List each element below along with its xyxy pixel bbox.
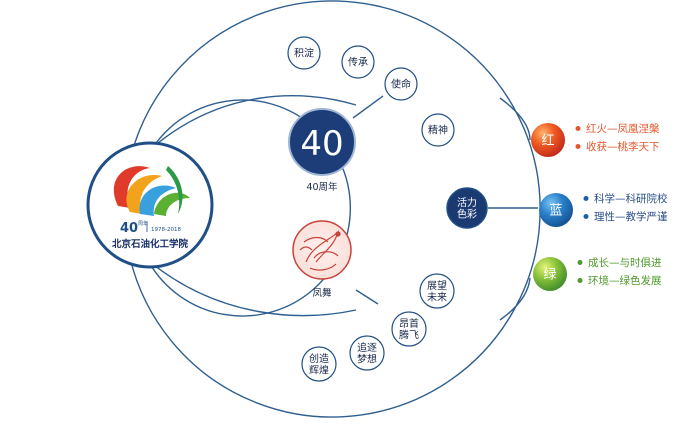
ring-node-circle (301, 346, 337, 382)
ring-node-circle (384, 67, 418, 101)
logo-emblem-mark (113, 166, 190, 216)
ring-node-circle (419, 273, 455, 309)
ring-node-label: 精神 (428, 124, 448, 137)
bullet-icon (575, 126, 581, 131)
logo-school-name: 北京石油化工学院 (112, 238, 189, 250)
ring-node-circle (349, 335, 385, 371)
ring-node-chuancheng: 传承 (341, 45, 375, 79)
color-ball-label: 蓝 (549, 204, 562, 219)
phoenix-caption: 凤舞 (312, 288, 332, 299)
logo-to-hub-upper (151, 95, 357, 149)
bullet-icon (575, 144, 581, 149)
color-ball-lan (539, 193, 573, 227)
ring-node-circle (341, 45, 375, 79)
ring-node-circle (446, 187, 488, 229)
ring-node-circle (391, 311, 427, 347)
bullet-icon (583, 214, 589, 219)
ring-node-label: 创造 (309, 352, 329, 365)
logo-anniversary-sup: 周年 (138, 220, 148, 227)
outer-to-red-arc (499, 97, 531, 141)
phoenix-illustration (299, 229, 341, 271)
ring-node-label: 使命 (391, 78, 411, 91)
color-ball-lv (533, 257, 567, 291)
ring-node-jingshen: 精神 (421, 113, 455, 147)
hub-forty-caption: 40周年 (306, 181, 338, 193)
ring-node-label: 活力 (457, 196, 477, 209)
logo-forty: 40 (120, 221, 138, 236)
bullet-icon (577, 278, 583, 283)
ring-node-label: 腾飞 (399, 328, 419, 341)
ring-node-shiming: 使命 (384, 67, 418, 101)
ring-node-label: 未来 (427, 291, 447, 303)
outer-to-green-arc (499, 277, 531, 321)
school-logo: 40 周年 1978-2018 北京石油化工学院 (86, 141, 214, 269)
ring-node-label: 追逐 (357, 341, 377, 354)
ring-node-label: 辉煌 (309, 363, 329, 376)
color-group-item: 环境—绿色发展 (588, 274, 662, 287)
hub-forty-number: 40 (300, 124, 343, 164)
bullet-icon (577, 260, 583, 265)
logo-to-hub-lower (149, 261, 357, 317)
ring-node-circle (421, 113, 455, 147)
phoenix-to-zhanwang-line (355, 289, 379, 305)
hub-to-shiming-line (352, 95, 384, 119)
color-group-item: 理性—教学严谨 (594, 210, 668, 223)
ring-node-jidian: 积淀 (287, 36, 321, 70)
ring-node-label: 积淀 (294, 47, 314, 60)
ring-node-circle (287, 36, 321, 70)
bullet-icon (583, 196, 589, 201)
hub-forty-circle (288, 108, 356, 176)
ring-node-label: 传承 (348, 57, 368, 69)
ring-node-label: 昂首 (399, 317, 419, 330)
color-ball-label: 红 (541, 133, 554, 149)
logo-years: 1978-2018 (151, 227, 181, 233)
color-group-item: 红火—凤凰涅槃 (586, 122, 660, 135)
phoenix-node: 凤舞 (292, 220, 352, 299)
ring-node-label: 展望 (427, 279, 447, 292)
color-group-item: 科学—科研院校 (594, 192, 668, 205)
color-group-item: 成长—与时俱进 (588, 256, 662, 269)
inner-ring-arc (149, 99, 351, 317)
ring-node-label: 色彩 (457, 207, 477, 220)
ring-node-label: 梦想 (357, 352, 377, 365)
color-group-item: 收获—桃李天下 (586, 140, 660, 153)
hub-forty-node: 40 40周年 (288, 108, 356, 193)
color-ball-hong (531, 123, 565, 157)
color-ball-label: 绿 (543, 268, 556, 283)
